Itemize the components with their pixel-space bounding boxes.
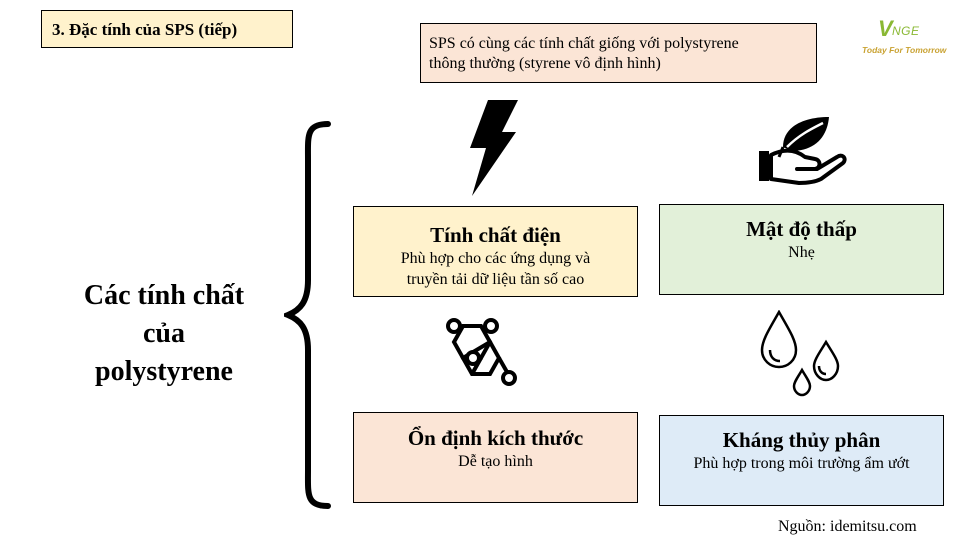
main-label-line-1: Các tính chất xyxy=(83,280,245,311)
water-drops-icon xyxy=(760,310,840,397)
card-dimensional: Ổn định kích thước Dễ tạo hình xyxy=(353,412,638,503)
card-density: Mật độ thấp Nhẹ xyxy=(659,204,944,295)
logo-letters-nge: NGE xyxy=(892,24,920,38)
card-density-desc-1: Nhẹ xyxy=(788,244,815,261)
slide-title: 3. Đặc tính của SPS (tiếp) xyxy=(41,10,293,48)
intro-line-2: thông thường (styrene vô định hình) xyxy=(429,55,661,72)
card-hydrolysis-title: Kháng thủy phân xyxy=(722,428,881,452)
card-hydrolysis-desc-1: Phù hợp trong môi trường ẩm ướt xyxy=(693,455,910,472)
molecule-icon xyxy=(446,318,517,386)
intro-line-1: SPS có cùng các tính chất giống với poly… xyxy=(429,35,739,52)
main-label-line-2: của xyxy=(143,318,185,349)
card-electrical-desc-1: Phù hợp cho các ứng dụng và xyxy=(400,250,591,267)
card-electrical-desc-2: truyền tải dữ liệu tần số cao xyxy=(406,271,585,288)
main-label-line-3: polystyrene xyxy=(95,356,233,387)
source-credit: Nguồn: idemitsu.com xyxy=(778,518,917,535)
intro-note: SPS có cùng các tính chất giống với poly… xyxy=(420,23,817,83)
card-hydrolysis: Kháng thủy phân Phù hợp trong môi trường… xyxy=(659,415,944,506)
logo-tagline: Today For Tomorrow xyxy=(862,45,947,55)
lightning-bolt-icon xyxy=(470,100,518,196)
card-density-title: Mật độ thấp xyxy=(746,217,857,241)
main-label: Các tính chất của polystyrene xyxy=(58,277,270,391)
logo-letter-v: V xyxy=(878,16,893,41)
card-dimensional-title: Ổn định kích thước xyxy=(407,426,584,450)
vnge-logo: V NGE Today For Tomorrow xyxy=(858,16,950,62)
curly-brace xyxy=(284,121,331,509)
card-electrical-title: Tính chất điện xyxy=(430,223,561,247)
card-electrical: Tính chất điện Phù hợp cho các ứng dụng … xyxy=(353,206,638,297)
hand-leaf-icon xyxy=(759,117,847,185)
card-dimensional-desc-1: Dễ tạo hình xyxy=(458,453,533,470)
